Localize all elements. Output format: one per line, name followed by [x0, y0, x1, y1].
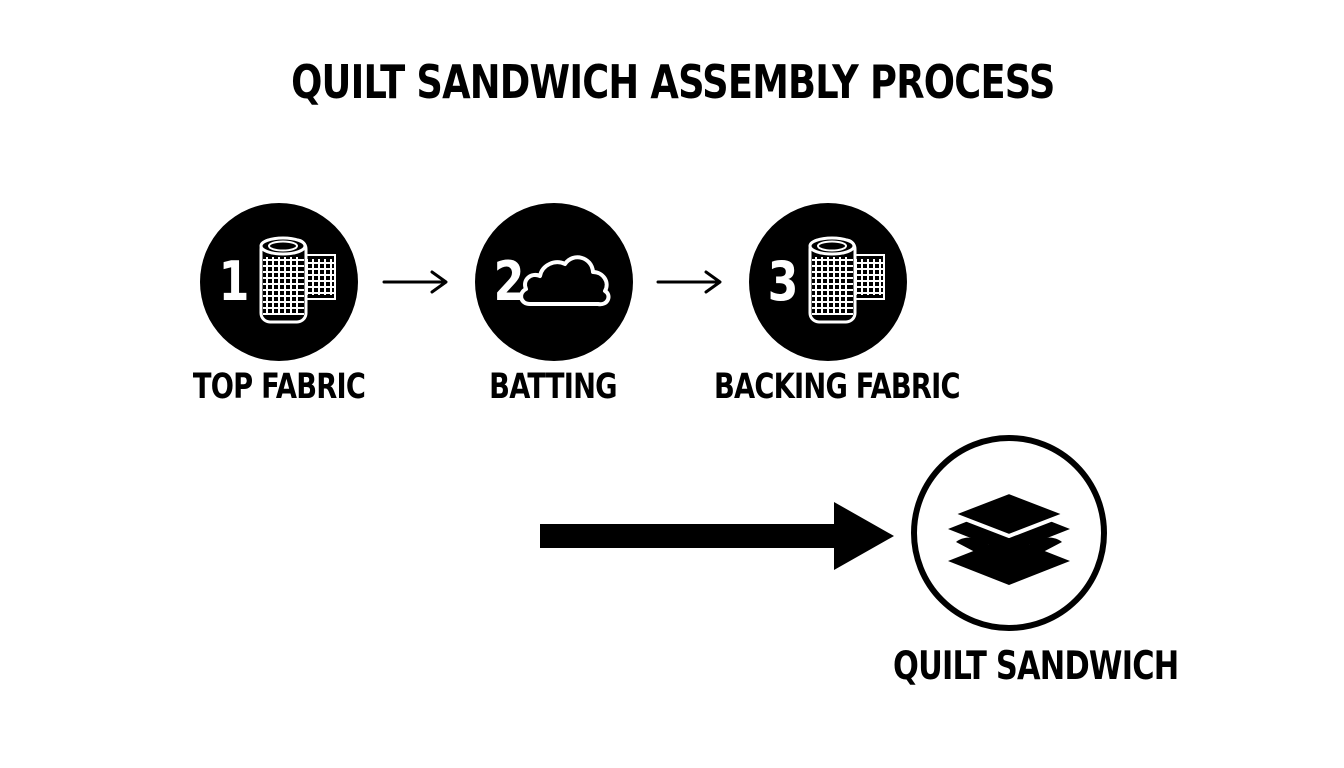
- arrow-right-icon: [656, 270, 722, 294]
- result-label: QUILT SANDWICH: [893, 644, 1179, 689]
- diagram-title: QUILT SANDWICH ASSEMBLY PROCESS: [291, 55, 1055, 109]
- step-number: 2: [493, 250, 525, 313]
- cloud-icon: [519, 255, 611, 307]
- layers-icon: [948, 490, 1070, 585]
- big-arrow-right-icon: [540, 502, 894, 570]
- step-label-backing-fabric: BACKING FABRIC: [714, 367, 961, 407]
- step-top-fabric: 1: [199, 202, 359, 362]
- step-circle: [200, 203, 358, 361]
- step-number: 3: [767, 250, 799, 313]
- step-circle: [749, 203, 907, 361]
- step-backing-fabric: 3: [748, 202, 908, 362]
- step-number: 1: [218, 250, 250, 313]
- step-batting: 2: [474, 202, 634, 362]
- step-label-top-fabric: TOP FABRIC: [192, 367, 366, 407]
- fabric-roll-icon: [259, 236, 336, 324]
- step-circle: [475, 203, 633, 361]
- step-label-batting: BATTING: [489, 367, 617, 407]
- arrow-right-icon: [382, 270, 448, 294]
- fabric-roll-icon: [808, 236, 885, 324]
- quilt-sandwich-circle: [911, 435, 1107, 631]
